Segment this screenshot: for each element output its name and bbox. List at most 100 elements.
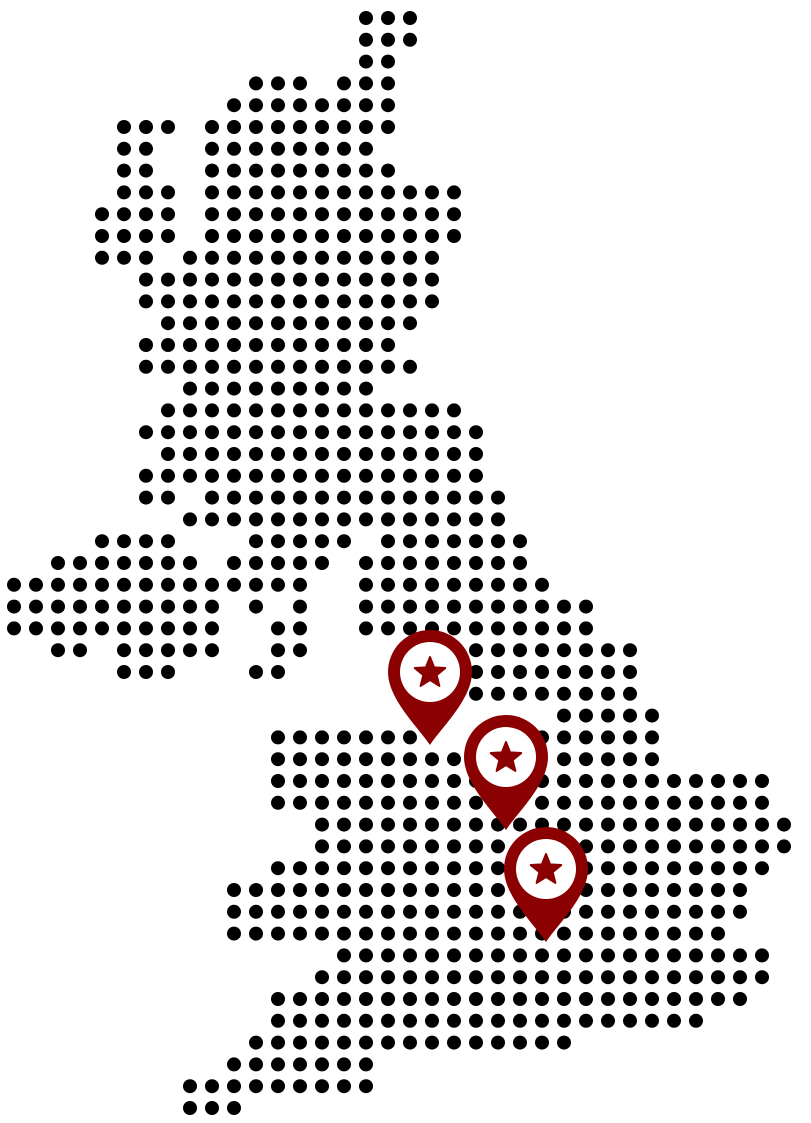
dot-icon [755, 861, 769, 876]
dot-icon [425, 1035, 439, 1050]
dot-icon [293, 141, 307, 156]
dot-icon [249, 468, 263, 483]
dot-icon [403, 534, 417, 549]
dot-icon [337, 1013, 351, 1028]
dot-icon [623, 752, 637, 767]
dot-icon [425, 207, 439, 222]
dot-icon [227, 359, 241, 374]
dot-icon [425, 752, 439, 767]
dot-icon [645, 883, 659, 897]
dot-icon [293, 992, 307, 1006]
dot-icon [535, 686, 549, 701]
dot-icon [623, 795, 637, 810]
dot-icon [447, 861, 461, 876]
dot-icon [337, 1057, 351, 1072]
dot-icon [337, 338, 351, 352]
dot-icon [161, 207, 175, 222]
map-pin-star-icon[interactable] [504, 827, 588, 942]
dot-icon [469, 686, 483, 701]
dot-icon [293, 861, 307, 876]
dot-icon [337, 272, 351, 287]
dot-icon [227, 98, 241, 113]
dot-icon [381, 490, 395, 505]
dot-icon [293, 447, 307, 461]
dot-icon [161, 338, 175, 352]
dot-icon [271, 272, 285, 287]
dot-icon [601, 883, 615, 897]
dot-icon [425, 534, 439, 549]
dot-icon [161, 556, 175, 570]
dot-icon [139, 490, 153, 505]
dot-icon [359, 1057, 373, 1072]
dot-icon [381, 534, 395, 549]
dot-icon [381, 948, 395, 963]
dot-icon [755, 970, 769, 985]
dot-icon [557, 795, 571, 810]
dot-icon [293, 359, 307, 374]
dot-icon [205, 490, 219, 505]
dot-icon [535, 665, 549, 679]
dot-icon [271, 512, 285, 527]
dot-icon [513, 534, 527, 549]
dot-icon [403, 294, 417, 309]
map-pin-star-icon[interactable] [464, 715, 548, 830]
dot-icon [359, 381, 373, 396]
dot-icon [205, 468, 219, 483]
dot-icon [359, 577, 373, 592]
dot-icon [535, 577, 549, 592]
dot-icon [337, 839, 351, 854]
dot-icon [469, 1013, 483, 1028]
dot-icon [227, 403, 241, 418]
dot-icon [381, 468, 395, 483]
dot-icon [425, 795, 439, 810]
dot-icon [623, 948, 637, 963]
dot-icon [183, 512, 197, 527]
dot-icon [293, 250, 307, 265]
dot-icon [337, 403, 351, 418]
dot-icon [601, 839, 615, 854]
dot-icon [579, 926, 593, 941]
dot-icon [95, 556, 109, 570]
dot-icon [249, 294, 263, 309]
dot-icon [425, 403, 439, 418]
dot-icon [359, 338, 373, 352]
dot-icon [447, 774, 461, 788]
dot-icon [513, 1035, 527, 1050]
map-pin-star-icon[interactable] [388, 630, 472, 745]
dot-icon [667, 948, 681, 963]
dot-icon [403, 1013, 417, 1028]
dot-icon [271, 904, 285, 919]
dot-icon [315, 861, 329, 876]
dot-icon [447, 883, 461, 897]
dot-icon [271, 534, 285, 549]
dot-icon [491, 904, 505, 919]
dot-icon [337, 294, 351, 309]
dot-icon [733, 774, 747, 788]
dot-icon [513, 643, 527, 658]
dot-icon [425, 883, 439, 897]
dot-icon [271, 338, 285, 352]
dot-icon [623, 883, 637, 897]
dot-icon [293, 1035, 307, 1050]
dot-icon [623, 686, 637, 701]
dot-icon [425, 577, 439, 592]
dot-icon [425, 447, 439, 461]
dot-icon [469, 665, 483, 679]
dot-icon [447, 1035, 461, 1050]
dot-icon [711, 883, 725, 897]
dot-icon [381, 817, 395, 832]
dot-icon [293, 185, 307, 200]
dot-icon [227, 185, 241, 200]
dot-icon [579, 774, 593, 788]
dot-icon [667, 839, 681, 854]
dot-icon [337, 490, 351, 505]
dot-icon [7, 599, 21, 614]
dot-icon [601, 861, 615, 876]
dot-icon [623, 904, 637, 919]
dot-icon [711, 948, 725, 963]
dot-icon [337, 512, 351, 527]
dot-icon [183, 468, 197, 483]
dot-icon [271, 185, 285, 200]
dot-icon [469, 970, 483, 985]
dot-icon [117, 621, 131, 636]
